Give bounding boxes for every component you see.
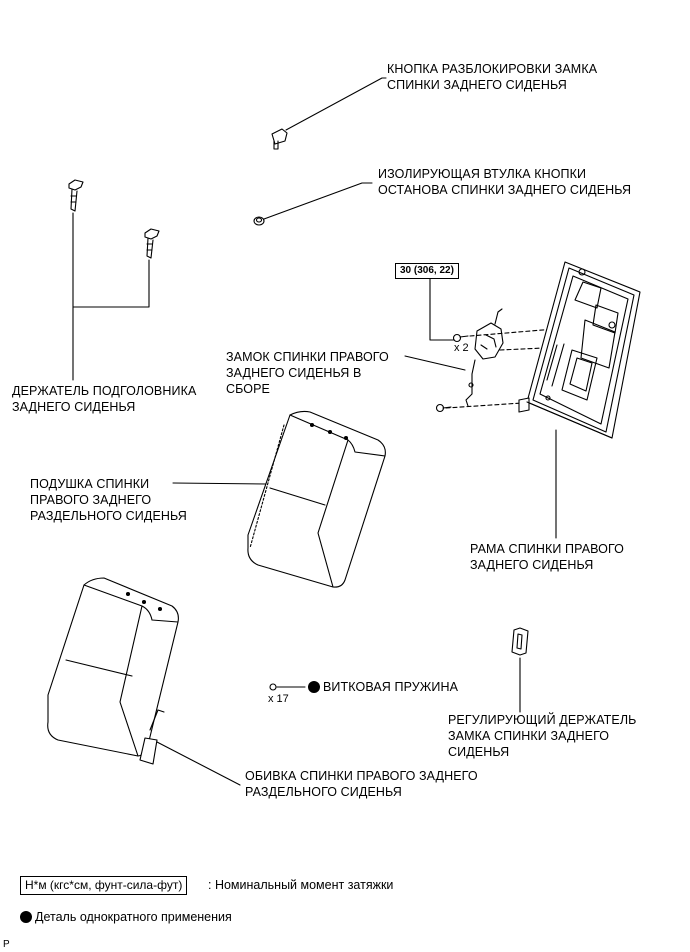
one-time-use-marker xyxy=(308,681,320,693)
label-back-cushion-line3: РАЗДЕЛЬНОГО СИДЕНЬЯ xyxy=(30,509,187,523)
label-back-cushion-line1: ПОДУШКА СПИНКИ xyxy=(30,477,150,491)
back-frame-part xyxy=(518,261,641,439)
label-lock-holder-line3: СИДЕНЬЯ xyxy=(448,745,510,759)
lock-lower-bolt-part xyxy=(435,403,452,413)
leader-back-cushion xyxy=(172,482,267,485)
label-lock-holder-line1: РЕГУЛИРУЮЩИЙ ДЕРЖАТЕЛЬ xyxy=(448,713,637,727)
coil-spring-part xyxy=(269,683,277,691)
label-headrest-holder-line1: ДЕРЖАТЕЛЬ ПОДГОЛОВНИКА xyxy=(12,384,197,398)
spring-quantity: x 17 xyxy=(268,693,289,705)
leader-lock-assembly xyxy=(404,355,466,371)
label-lock-assembly-line1: ЗАМОК СПИНКИ ПРАВОГО xyxy=(226,350,389,364)
label-back-cushion: ПОДУШКА СПИНКИ ПРАВОГО ЗАДНЕГО РАЗДЕЛЬНО… xyxy=(30,476,187,524)
headrest-holder-right-part xyxy=(144,228,160,259)
lock-bolt-part xyxy=(452,333,469,343)
label-lock-assembly-line3: СБОРЕ xyxy=(226,382,270,396)
label-headrest-holder: ДЕРЖАТЕЛЬ ПОДГОЛОВНИКА ЗАДНЕГО СИДЕНЬЯ xyxy=(12,383,196,415)
headrest-holder-left-part xyxy=(68,179,84,212)
label-headrest-holder-line2: ЗАДНЕГО СИДЕНЬЯ xyxy=(12,400,136,414)
legend-torque-description: : Номинальный момент затяжки xyxy=(208,878,394,892)
label-unlock-button-line2: СПИНКИ ЗАДНЕГО СИДЕНЬЯ xyxy=(387,78,567,92)
lock-assembly-part xyxy=(465,308,504,407)
back-cover-part xyxy=(47,577,179,765)
leader-unlock-button xyxy=(285,77,387,131)
label-stop-bushing-line2: ОСТАНОВА СПИНКИ ЗАДНЕГО СИДЕНЬЯ xyxy=(378,183,632,197)
label-unlock-button-line1: КНОПКА РАЗБЛОКИРОВКИ ЗАМКА xyxy=(387,62,598,76)
label-unlock-button: КНОПКА РАЗБЛОКИРОВКИ ЗАМКА СПИНКИ ЗАДНЕГ… xyxy=(387,61,597,93)
label-stop-bushing: ИЗОЛИРУЮЩАЯ ВТУЛКА КНОПКИ ОСТАНОВА СПИНК… xyxy=(378,166,631,198)
label-stop-bushing-line1: ИЗОЛИРУЮЩАЯ ВТУЛКА КНОПКИ xyxy=(378,167,587,181)
leader-stop-bushing xyxy=(263,182,373,220)
label-lock-holder: РЕГУЛИРУЮЩИЙ ДЕРЖАТЕЛЬ ЗАМКА СПИНКИ ЗАДН… xyxy=(448,712,636,760)
back-cushion-part xyxy=(247,410,386,588)
legend-torque-unit-box: Н*м (кгс*см, фунт-сила-фут) xyxy=(20,876,188,895)
stop-bushing-part xyxy=(253,216,265,226)
label-back-frame-line2: ЗАДНЕГО СИДЕНЬЯ xyxy=(470,558,594,572)
label-back-cushion-line2: ПРАВОГО ЗАДНЕГО xyxy=(30,493,152,507)
label-lock-assembly: ЗАМОК СПИНКИ ПРАВОГО ЗАДНЕГО СИДЕНЬЯ В С… xyxy=(226,349,389,397)
legend-one-time-marker xyxy=(20,911,32,923)
label-back-cover-line1: ОБИВКА СПИНКИ ПРАВОГО ЗАДНЕГО xyxy=(245,769,478,783)
label-back-cover: ОБИВКА СПИНКИ ПРАВОГО ЗАДНЕГО РАЗДЕЛЬНОГ… xyxy=(245,768,478,800)
label-lock-assembly-line2: ЗАДНЕГО СИДЕНЬЯ В xyxy=(226,366,362,380)
label-back-frame: РАМА СПИНКИ ПРАВОГО ЗАДНЕГО СИДЕНЬЯ xyxy=(470,541,624,573)
unlock-button-part xyxy=(271,128,288,150)
legend-one-time-description: Деталь однократного применения xyxy=(35,910,232,924)
label-lock-holder-line2: ЗАМКА СПИНКИ ЗАДНЕГО xyxy=(448,729,610,743)
label-back-frame-line1: РАМА СПИНКИ ПРАВОГО xyxy=(470,542,624,556)
lock-holder-part xyxy=(511,627,529,656)
bolt-quantity: x 2 xyxy=(454,342,469,354)
label-back-cover-line2: РАЗДЕЛЬНОГО СИДЕНЬЯ xyxy=(245,785,402,799)
leader-back-cover xyxy=(156,741,241,786)
leader-headrest-holder xyxy=(72,212,150,381)
torque-spec-box: 30 (306, 22) xyxy=(395,263,459,279)
label-coil-spring: ВИТКОВАЯ ПРУЖИНА xyxy=(323,680,459,694)
leader-torque xyxy=(429,277,459,341)
corner-mark: P xyxy=(3,939,10,950)
